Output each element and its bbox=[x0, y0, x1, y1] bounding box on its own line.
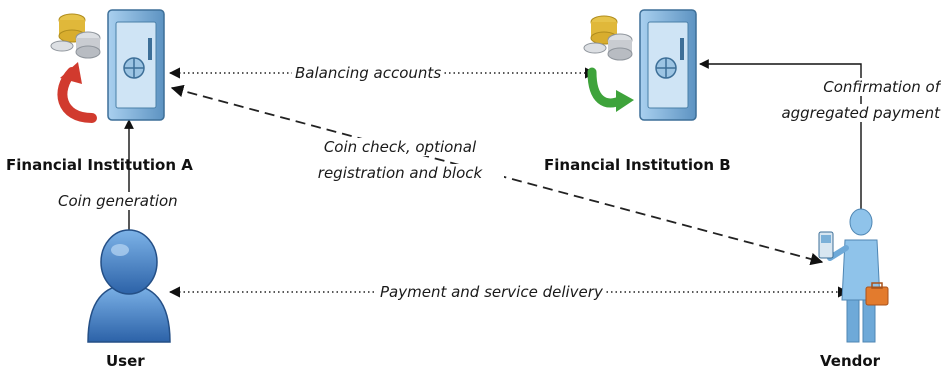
label-confirmation-line2: aggregated payment bbox=[760, 104, 941, 122]
bank-vault-icon-b bbox=[583, 9, 697, 121]
label-coin-check-line1: Coin check, optional bbox=[300, 138, 500, 156]
node-title-fi-b: Financial Institution B bbox=[544, 156, 731, 174]
label-coin-check-line2: registration and block bbox=[296, 164, 504, 182]
label-confirmation-line1: Confirmation of bbox=[760, 78, 941, 96]
bank-vault-icon-a bbox=[50, 9, 165, 123]
label-balancing-accounts: Balancing accounts bbox=[292, 64, 445, 82]
node-title-fi-a: Financial Institution A bbox=[6, 156, 193, 174]
vendor-icon bbox=[818, 208, 889, 343]
edge-confirmation bbox=[699, 59, 862, 222]
user-icon bbox=[87, 229, 171, 343]
node-title-user: User bbox=[106, 352, 145, 370]
label-coin-generation: Coin generation bbox=[55, 192, 181, 210]
label-payment: Payment and service delivery bbox=[377, 283, 606, 301]
node-title-vendor: Vendor bbox=[820, 352, 881, 370]
